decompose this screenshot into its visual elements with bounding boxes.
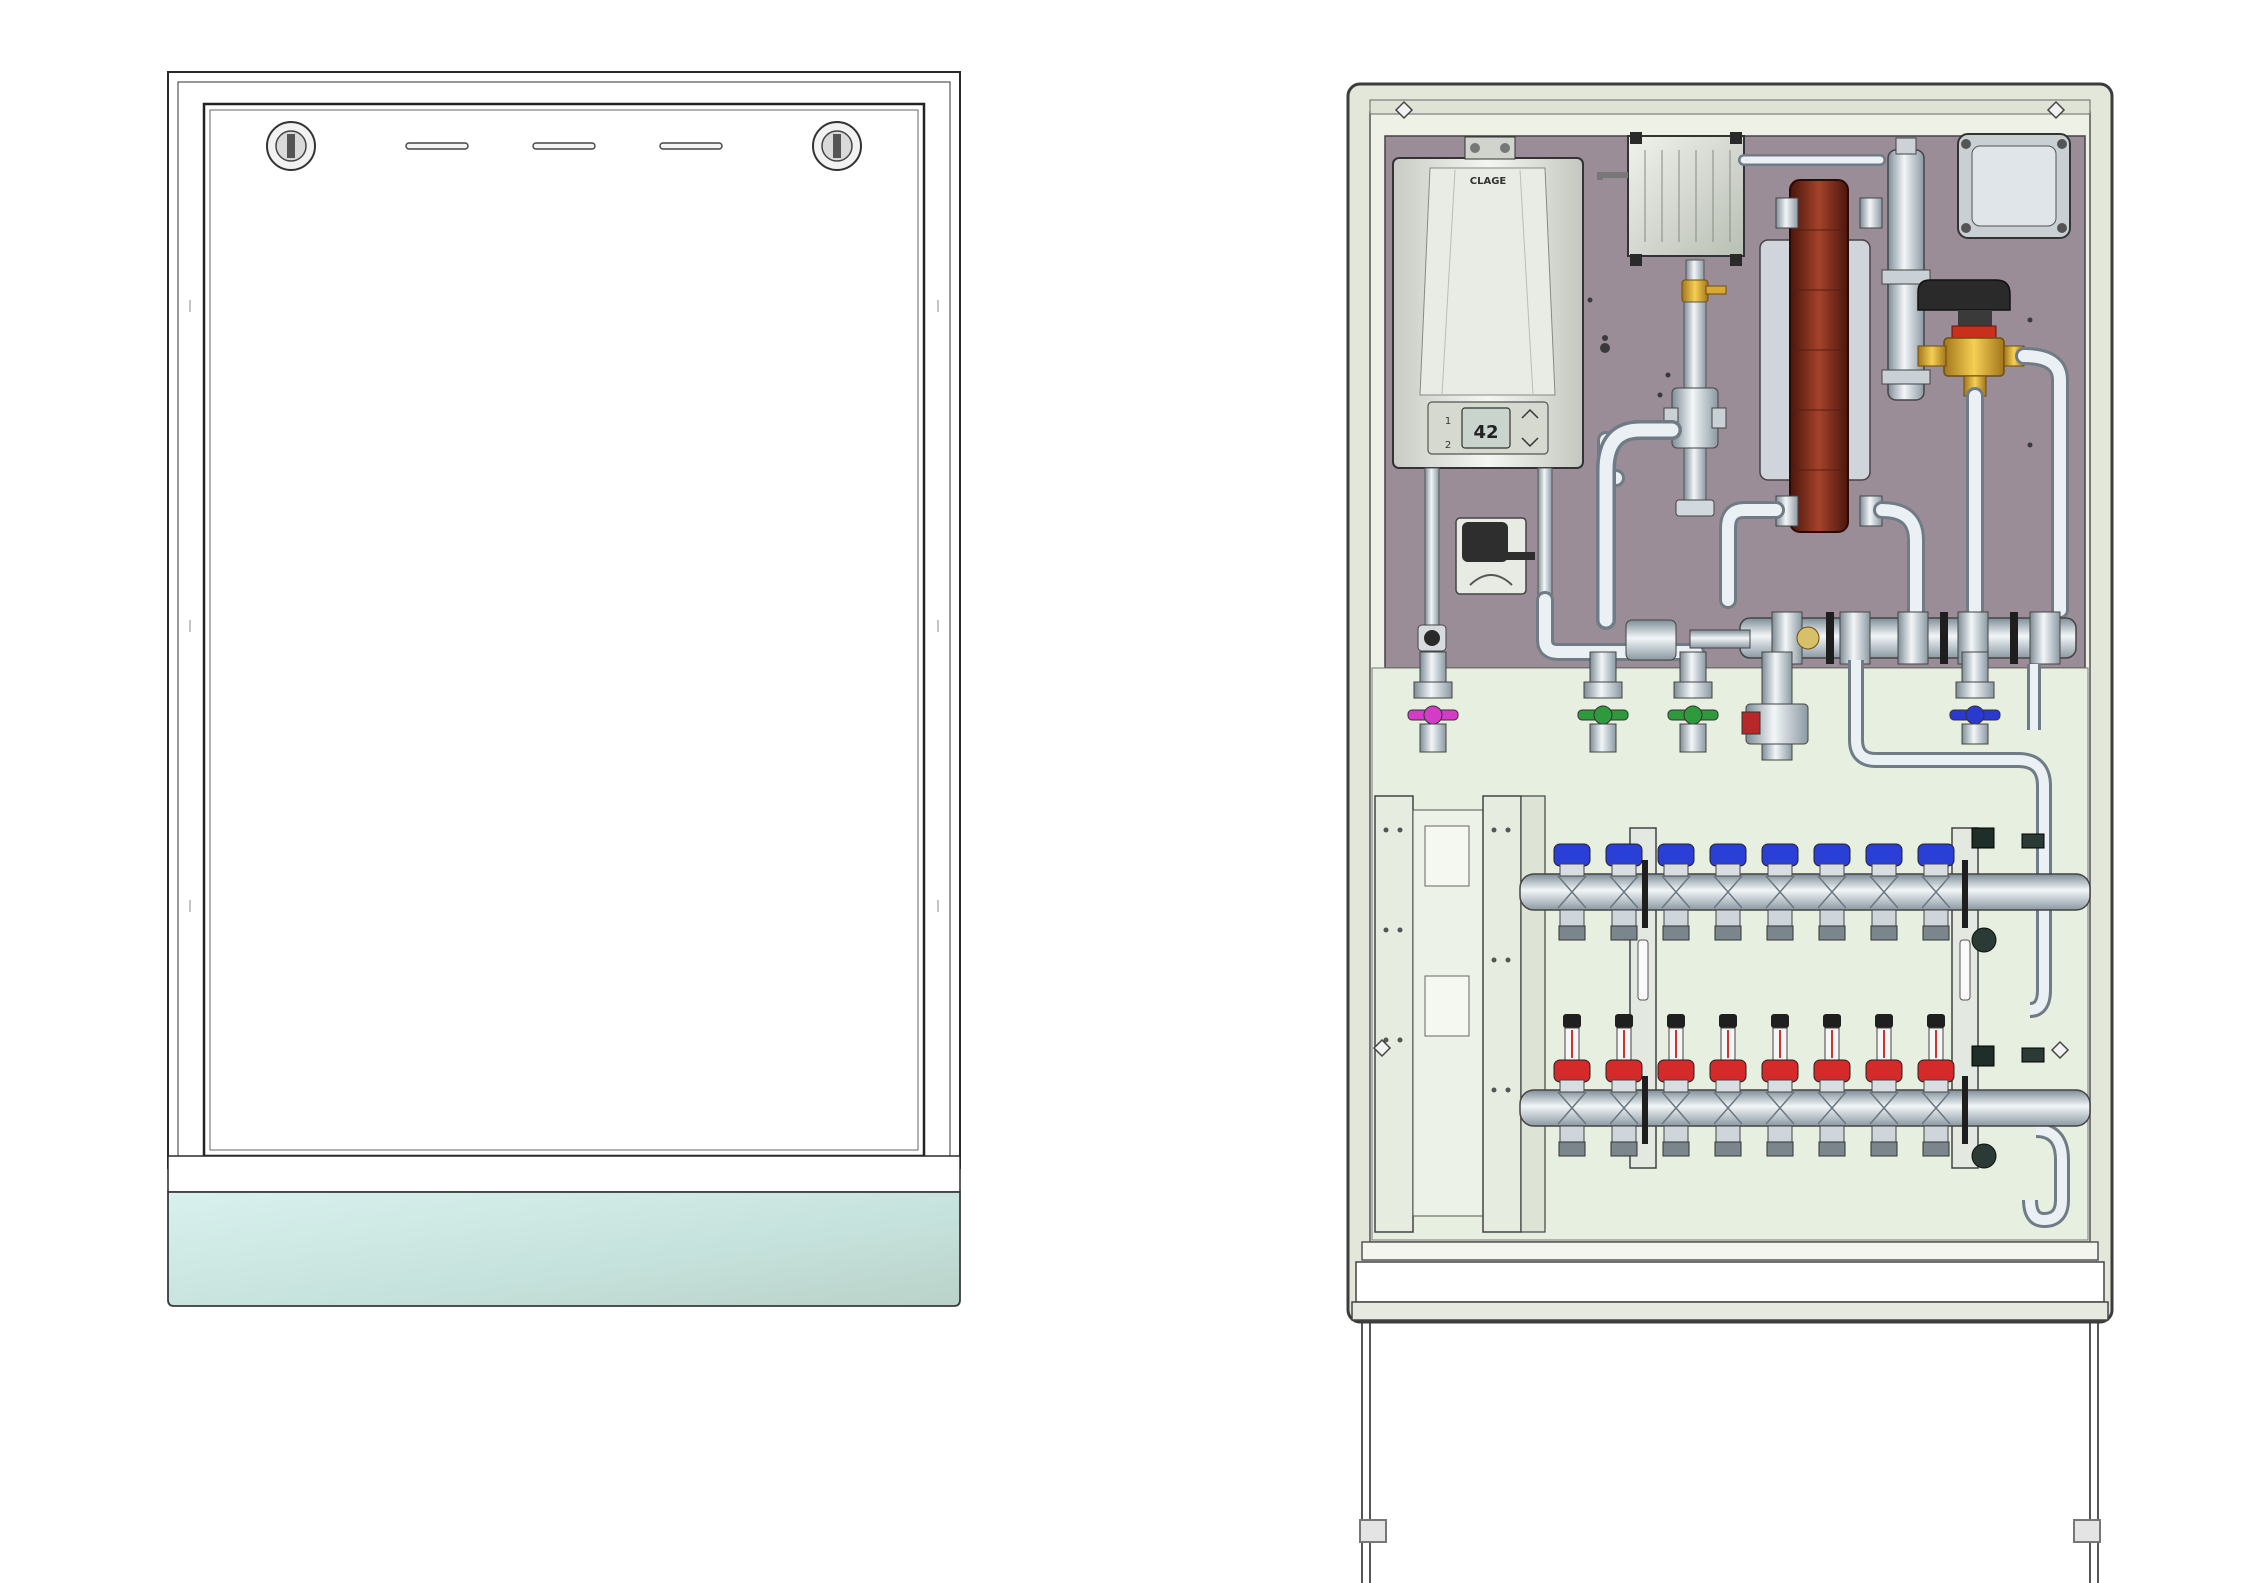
- fill-valve-icon: [1741, 651, 1809, 761]
- heater-display-value: 42: [1473, 422, 1498, 443]
- lock-icon: [266, 121, 316, 171]
- manifold-outlet: [1865, 843, 1903, 941]
- water-heater: CLAGE 42 1 2: [1392, 136, 1584, 469]
- lock-icon: [812, 121, 862, 171]
- closed-cabinet-door-inset: [209, 109, 919, 1151]
- manifold-outlet: [1605, 1014, 1643, 1157]
- manifold-outlet: [1553, 843, 1591, 941]
- junction-box: [1957, 133, 2071, 239]
- manifold-outlet: [1813, 1014, 1851, 1157]
- manifold-outlet: [1657, 1014, 1695, 1157]
- closed-cabinet-plinth: [167, 1191, 961, 1307]
- manifold-outlet: [1917, 1014, 1955, 1157]
- manifold-outlet: [1553, 1014, 1591, 1157]
- ball-valve-row: [1407, 651, 2001, 761]
- vent-slots: [405, 142, 723, 150]
- manifold-outlet: [1865, 1014, 1903, 1157]
- manifold-top: [1519, 827, 2091, 953]
- controller-box: [1627, 132, 1745, 266]
- manifold-outlet: [1813, 843, 1851, 941]
- circulation-pump: [1455, 517, 1535, 595]
- cabinet-legs: [1359, 1320, 2101, 1583]
- upper-pipe-network: [1536, 154, 2069, 661]
- heater-connections: [1417, 467, 1553, 652]
- air-separator: [1881, 137, 1931, 401]
- open-cabinet: CLAGE 42 1 2: [1346, 82, 2114, 1583]
- heater-display: [1461, 407, 1511, 449]
- closed-cabinet-bottom-band: [167, 1155, 961, 1193]
- hinge-marks: [189, 300, 939, 912]
- wing-nut-icon: [1372, 100, 2070, 1060]
- manifold-outlet: [1657, 843, 1695, 941]
- manifold-outlet: [1709, 843, 1747, 941]
- manifold-outlet: [1709, 1014, 1747, 1157]
- brass-valve-upper: [1681, 259, 1727, 303]
- mounting-rails: [1374, 795, 1546, 1233]
- ball-valve-icon: [1667, 651, 1719, 753]
- heater-brand: CLAGE: [1470, 176, 1507, 187]
- manifold-bottom: [1519, 1014, 2091, 1169]
- heater-button-1: 1: [1445, 416, 1451, 427]
- manifold-outlet: [1761, 843, 1799, 941]
- manifold-outlet: [1917, 843, 1955, 941]
- ball-valve-icon: [1577, 651, 1629, 753]
- manifold-outlet: [1761, 1014, 1799, 1157]
- manifold-outlet: [1605, 843, 1643, 941]
- manifold-feed-pipes: [1848, 660, 2070, 1229]
- closed-cabinet: [167, 71, 961, 1307]
- heater-button-2: 2: [1445, 440, 1451, 451]
- open-cabinet-bottom-rail: [1361, 1241, 2099, 1261]
- ball-valve-icon: [1949, 651, 2001, 745]
- closed-cabinet-door: [202, 102, 926, 1158]
- ball-valve-icon: [1407, 651, 1459, 753]
- heat-exchanger: [1759, 179, 1883, 533]
- upper-header: [1739, 611, 2077, 665]
